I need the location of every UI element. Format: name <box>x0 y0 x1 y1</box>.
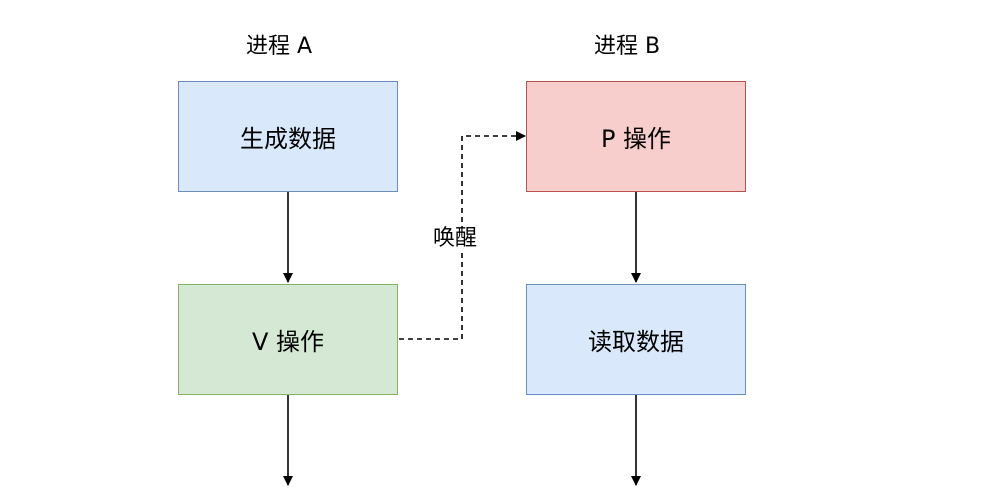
generate-data-label: 生成数据 <box>240 125 336 153</box>
generate-data-node: 生成数据 <box>178 81 398 192</box>
read-data-node: 读取数据 <box>526 284 746 395</box>
read-data-label: 读取数据 <box>588 328 684 356</box>
p-operation-label: P 操作 <box>600 125 672 153</box>
v-operation-label: V 操作 <box>251 328 325 356</box>
p-operation-node: P 操作 <box>526 81 746 192</box>
process-b-title: 进程 B <box>594 34 661 59</box>
process-a-title: 进程 A <box>246 34 313 59</box>
v-operation-node: V 操作 <box>178 284 398 395</box>
wake-label: 唤醒 <box>433 226 478 251</box>
